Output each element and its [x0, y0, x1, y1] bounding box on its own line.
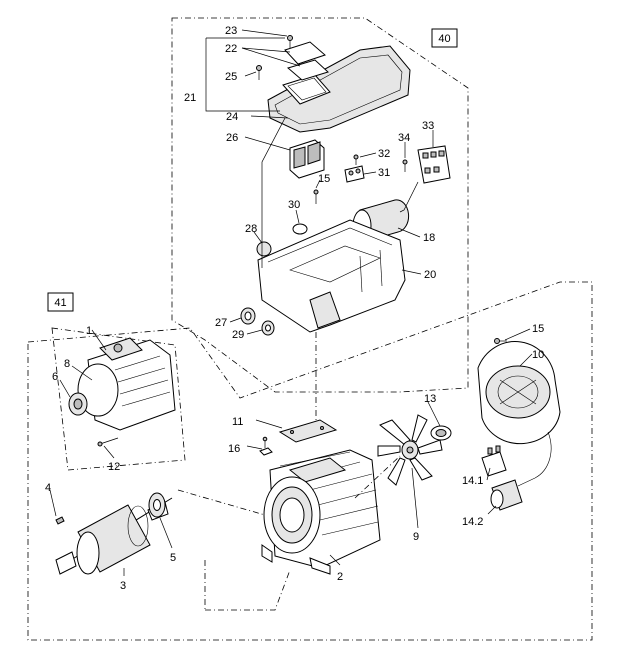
- contactor: [417, 145, 451, 184]
- fan-cover: [477, 341, 561, 445]
- callout-32: 32: [378, 148, 390, 160]
- switch-box-cover: [267, 45, 411, 133]
- callout-34: 34: [398, 132, 410, 144]
- callout-26: 26: [226, 132, 238, 144]
- terminal-housing: [257, 219, 406, 333]
- end-shield-screw: [97, 437, 119, 447]
- callout-23: 23: [225, 25, 237, 37]
- callout-6: 6: [52, 371, 58, 383]
- assembly-outline-41: [51, 327, 186, 471]
- callout-1: 1: [86, 325, 92, 337]
- callout-27: 27: [215, 317, 227, 329]
- callout-15-lower: 15: [532, 323, 544, 335]
- shaft-seal: [68, 392, 88, 416]
- assembly-box-41-label: 41: [54, 297, 66, 309]
- assembly-box-41: 41: [47, 292, 74, 312]
- callout-9: 9: [413, 531, 419, 543]
- callout-10: 10: [532, 349, 544, 361]
- leader-lines: [49, 29, 533, 611]
- motor-end-shield: [77, 337, 176, 431]
- callout-15-upper: 15: [318, 173, 330, 185]
- callout-3: 3: [120, 580, 126, 592]
- rocker-switch: [289, 139, 325, 179]
- assembly-box-40: 40: [431, 28, 458, 48]
- cover-seal-plates: [284, 41, 329, 81]
- housing-screw: [313, 189, 319, 204]
- gasket-ring: [292, 223, 308, 235]
- mains-cable-and-plugs: [481, 431, 552, 511]
- callout-22: 22: [225, 43, 237, 55]
- callout-33: 33: [422, 120, 434, 132]
- assembly-outline-40: [171, 17, 469, 393]
- callout-25: 25: [225, 71, 237, 83]
- terminal-plate: [278, 419, 338, 443]
- cooling-fan: [377, 414, 443, 486]
- callout-4: 4: [45, 482, 51, 494]
- fan-cover-screw: [494, 338, 507, 344]
- motor-housing: [261, 449, 381, 575]
- plate-screws: [259, 436, 273, 456]
- callout-14-1: 14.1: [462, 475, 483, 487]
- cable-gland-ring: [256, 241, 272, 257]
- contactor-screw: [402, 159, 408, 172]
- callout-29: 29: [232, 329, 244, 341]
- callout-2: 2: [337, 571, 343, 583]
- cover-screws: [256, 35, 293, 80]
- callout-24: 24: [226, 111, 238, 123]
- rotor: [55, 497, 173, 575]
- callout-numbers: 23 22 25 21 24 26 33 34 32 31 15 30 28 1…: [45, 25, 544, 592]
- callout-18: 18: [423, 232, 435, 244]
- rotor-bearing: [148, 492, 166, 518]
- callout-13: 13: [424, 393, 436, 405]
- cable-clamp: [430, 425, 452, 441]
- callout-28: 28: [245, 223, 257, 235]
- terminal-block: [344, 154, 365, 183]
- assembly-box-40-label: 40: [438, 33, 450, 45]
- cable-glands: [240, 307, 275, 336]
- callout-31: 31: [378, 167, 390, 179]
- callout-16: 16: [228, 443, 240, 455]
- callout-20: 20: [424, 269, 436, 281]
- callout-8: 8: [64, 358, 70, 370]
- callout-11: 11: [232, 416, 243, 428]
- callout-12: 12: [108, 461, 120, 473]
- callout-5: 5: [170, 552, 176, 564]
- callout-21: 21: [184, 92, 196, 104]
- callout-14-2: 14.2: [462, 516, 483, 528]
- shaft-key: [55, 516, 65, 525]
- callout-30: 30: [288, 199, 300, 211]
